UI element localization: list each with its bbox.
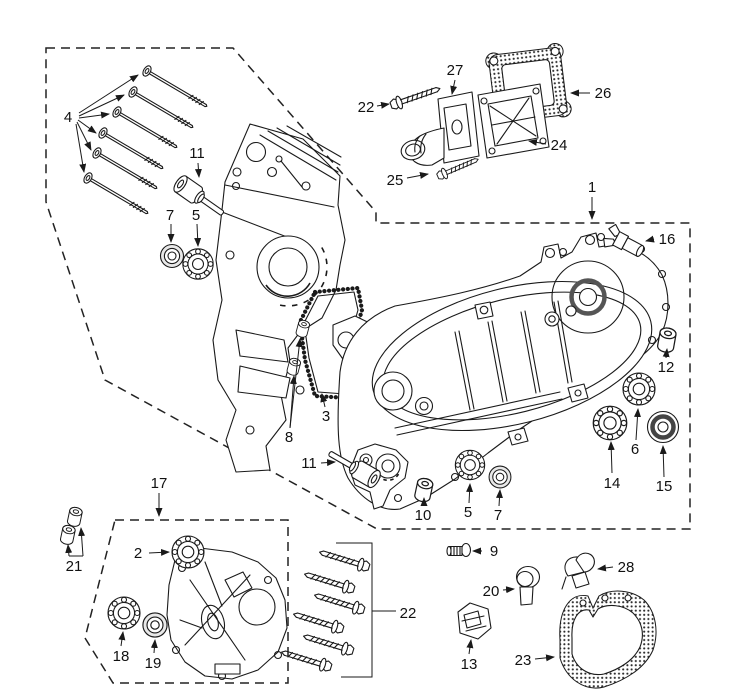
callout-14: 14 [604, 475, 621, 492]
callout-28: 28 [618, 559, 635, 576]
bearing-2 [171, 535, 205, 569]
callout-15: 15 [656, 478, 673, 495]
callout-23: 23 [515, 652, 532, 669]
callout-27: 27 [447, 62, 464, 79]
callout-25: 25 [387, 172, 404, 189]
rubber-mount-13 [457, 602, 492, 640]
callout-5-upper: 5 [192, 207, 200, 224]
callout-22-bottom: 22 [400, 605, 417, 622]
callout-9: 9 [490, 543, 498, 560]
callout-4: 4 [64, 109, 72, 126]
bolt-22-top [388, 81, 443, 113]
leader-lines [65, 74, 670, 678]
oil-seal-7-lower [488, 465, 512, 489]
callout-24: 24 [551, 137, 568, 154]
gasket-23 [559, 590, 657, 689]
bushing-21b [59, 523, 77, 546]
bearing-5-upper [182, 248, 214, 280]
callout-5-lower: 5 [464, 504, 472, 521]
bush-guide-20 [515, 565, 541, 606]
intake-manifold-27 [400, 91, 480, 166]
oil-seal-7-upper [159, 243, 185, 269]
reed-valve-block-24 [477, 83, 550, 159]
callout-7-lower: 7 [494, 507, 502, 524]
callout-7-upper: 7 [166, 207, 174, 224]
callout-12: 12 [658, 359, 675, 376]
callout-16: 16 [659, 231, 676, 248]
callout-2: 2 [134, 545, 142, 562]
callout-3: 3 [322, 408, 330, 425]
callout-1: 1 [588, 179, 596, 196]
callout-10: 10 [415, 507, 432, 524]
assembly-boundary-cover [84, 519, 289, 684]
callout-11-lower: 11 [301, 455, 317, 472]
callout-11-upper: 11 [189, 145, 205, 162]
clip-16 [603, 223, 645, 257]
clip-28 [561, 552, 595, 590]
callout-22-top: 22 [358, 99, 375, 116]
bearing-15 [646, 410, 680, 444]
screw-set-22 [279, 545, 372, 675]
callout-26: 26 [595, 85, 612, 102]
callout-labels: 1 2 3 4 5 5 6 7 7 8 9 10 11 11 12 13 14 … [64, 62, 676, 673]
callout-19: 19 [145, 655, 162, 672]
bearing-18 [107, 596, 141, 630]
callout-17: 17 [151, 475, 168, 492]
callout-20: 20 [483, 583, 500, 600]
bearing-14 [592, 405, 628, 441]
callout-13: 13 [461, 656, 478, 673]
callout-21: 21 [66, 558, 83, 575]
bushing-21a [66, 505, 84, 528]
oil-seal-19 [142, 612, 168, 638]
crankcase-half-clutch-side [332, 232, 671, 510]
transmission-cover-17 [166, 547, 288, 681]
callout-6: 6 [631, 441, 639, 458]
callout-18: 18 [113, 648, 130, 665]
bracket-22 [336, 542, 396, 678]
screw-9 [446, 542, 472, 558]
callout-8: 8 [285, 429, 293, 446]
bearing-5-lower [454, 449, 486, 481]
bearing-6 [622, 372, 656, 406]
crankcase-half-flywheel-side [212, 123, 346, 473]
